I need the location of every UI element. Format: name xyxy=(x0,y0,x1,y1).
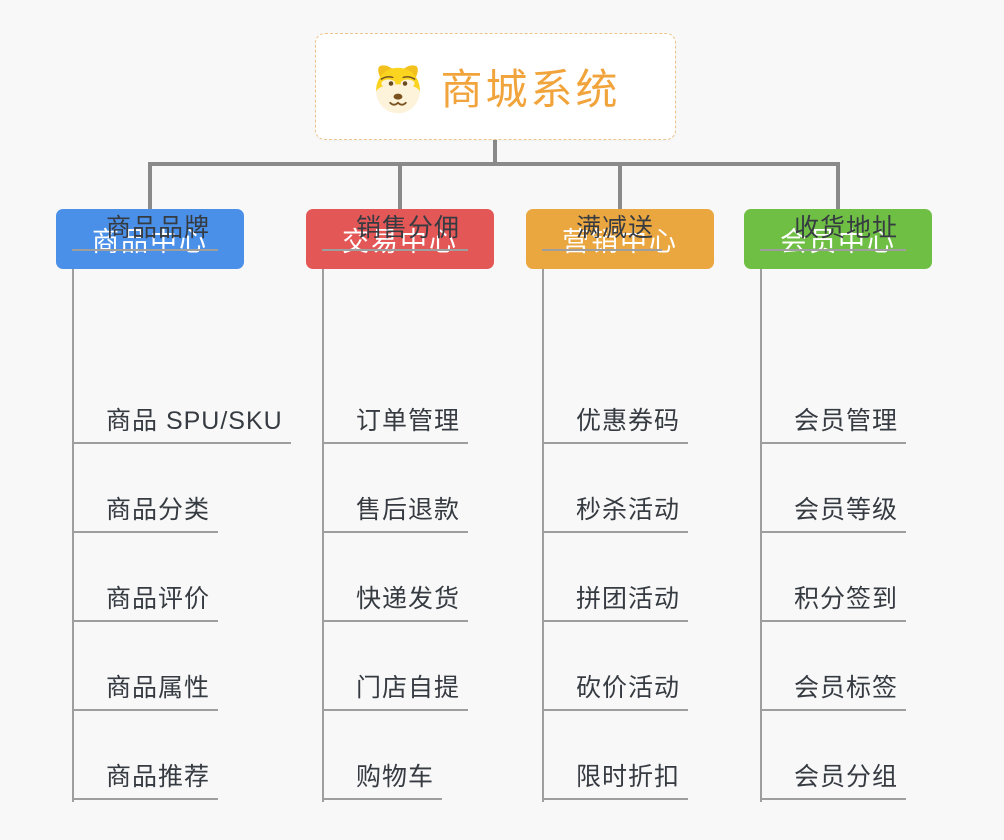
node-limited-time-discount[interactable]: 限时折扣 xyxy=(542,758,689,800)
node-full-reduction[interactable]: 满减送 xyxy=(542,209,663,251)
connector-drop-member xyxy=(836,162,840,210)
branch-header-member[interactable]: 会员中心 xyxy=(744,209,932,269)
node-product-spu-sku[interactable]: 商品 SPU/SKU xyxy=(72,402,291,444)
node-store-pickup[interactable]: 门店自提 xyxy=(322,669,469,711)
node-product-category[interactable]: 商品分类 xyxy=(72,491,219,533)
node-after-sale-refund[interactable]: 售后退款 xyxy=(322,491,469,533)
branch-trade-center: 交易中心 订单管理 售后退款 快递发货 门店自提 购物车 销售分佣 xyxy=(306,209,546,809)
branch-header-label: 会员中心 xyxy=(780,226,896,257)
connector-drop-product xyxy=(148,162,152,210)
connector-drop-trade xyxy=(398,162,402,210)
root-title: 商城系统 xyxy=(440,66,621,113)
branch-header-marketing[interactable]: 营销中心 xyxy=(526,209,714,269)
branch-member-center: 会员中心 会员管理 会员等级 积分签到 会员标签 会员分组 收货地址 xyxy=(744,209,984,809)
node-coupon-code[interactable]: 优惠券码 xyxy=(542,402,689,444)
node-member-tag[interactable]: 会员标签 xyxy=(760,669,907,711)
doge-icon xyxy=(376,64,421,113)
branch-header-label: 营销中心 xyxy=(562,226,678,257)
node-flash-sale[interactable]: 秒杀活动 xyxy=(542,491,689,533)
node-bargain-activity[interactable]: 砍价活动 xyxy=(542,669,689,711)
node-product-recommend[interactable]: 商品推荐 xyxy=(72,758,219,800)
node-product-brand[interactable]: 商品品牌 xyxy=(72,209,219,251)
node-points-checkin[interactable]: 积分签到 xyxy=(760,580,907,622)
branch-header-label: 商品中心 xyxy=(92,226,208,257)
node-group-buy[interactable]: 拼团活动 xyxy=(542,580,689,622)
branch-marketing-center: 营销中心 优惠券码 秒杀活动 拼团活动 砍价活动 限时折扣 满减送 xyxy=(526,209,766,809)
node-sales-commission[interactable]: 销售分佣 xyxy=(322,209,469,251)
connector-root-stem xyxy=(493,139,497,165)
node-product-attribute[interactable]: 商品属性 xyxy=(72,669,219,711)
node-product-review[interactable]: 商品评价 xyxy=(72,580,219,622)
node-order-management[interactable]: 订单管理 xyxy=(322,402,469,444)
connector-horizontal xyxy=(148,162,840,166)
node-member-level[interactable]: 会员等级 xyxy=(760,491,907,533)
connector-drop-marketing xyxy=(618,162,622,210)
root-node[interactable]: 商城系统 xyxy=(315,33,676,140)
node-shipping-address[interactable]: 收货地址 xyxy=(760,209,907,251)
branch-header-product[interactable]: 商品中心 xyxy=(56,209,244,269)
node-member-group[interactable]: 会员分组 xyxy=(760,758,907,800)
node-member-management[interactable]: 会员管理 xyxy=(760,402,907,444)
branch-product-center: 商品中心 商品 SPU/SKU 商品分类 商品评价 商品属性 商品推荐 商品品牌 xyxy=(56,209,296,809)
branch-header-label: 交易中心 xyxy=(342,226,458,257)
node-express-delivery[interactable]: 快递发货 xyxy=(322,580,469,622)
branch-header-trade[interactable]: 交易中心 xyxy=(306,209,494,269)
node-shopping-cart[interactable]: 购物车 xyxy=(322,758,443,800)
